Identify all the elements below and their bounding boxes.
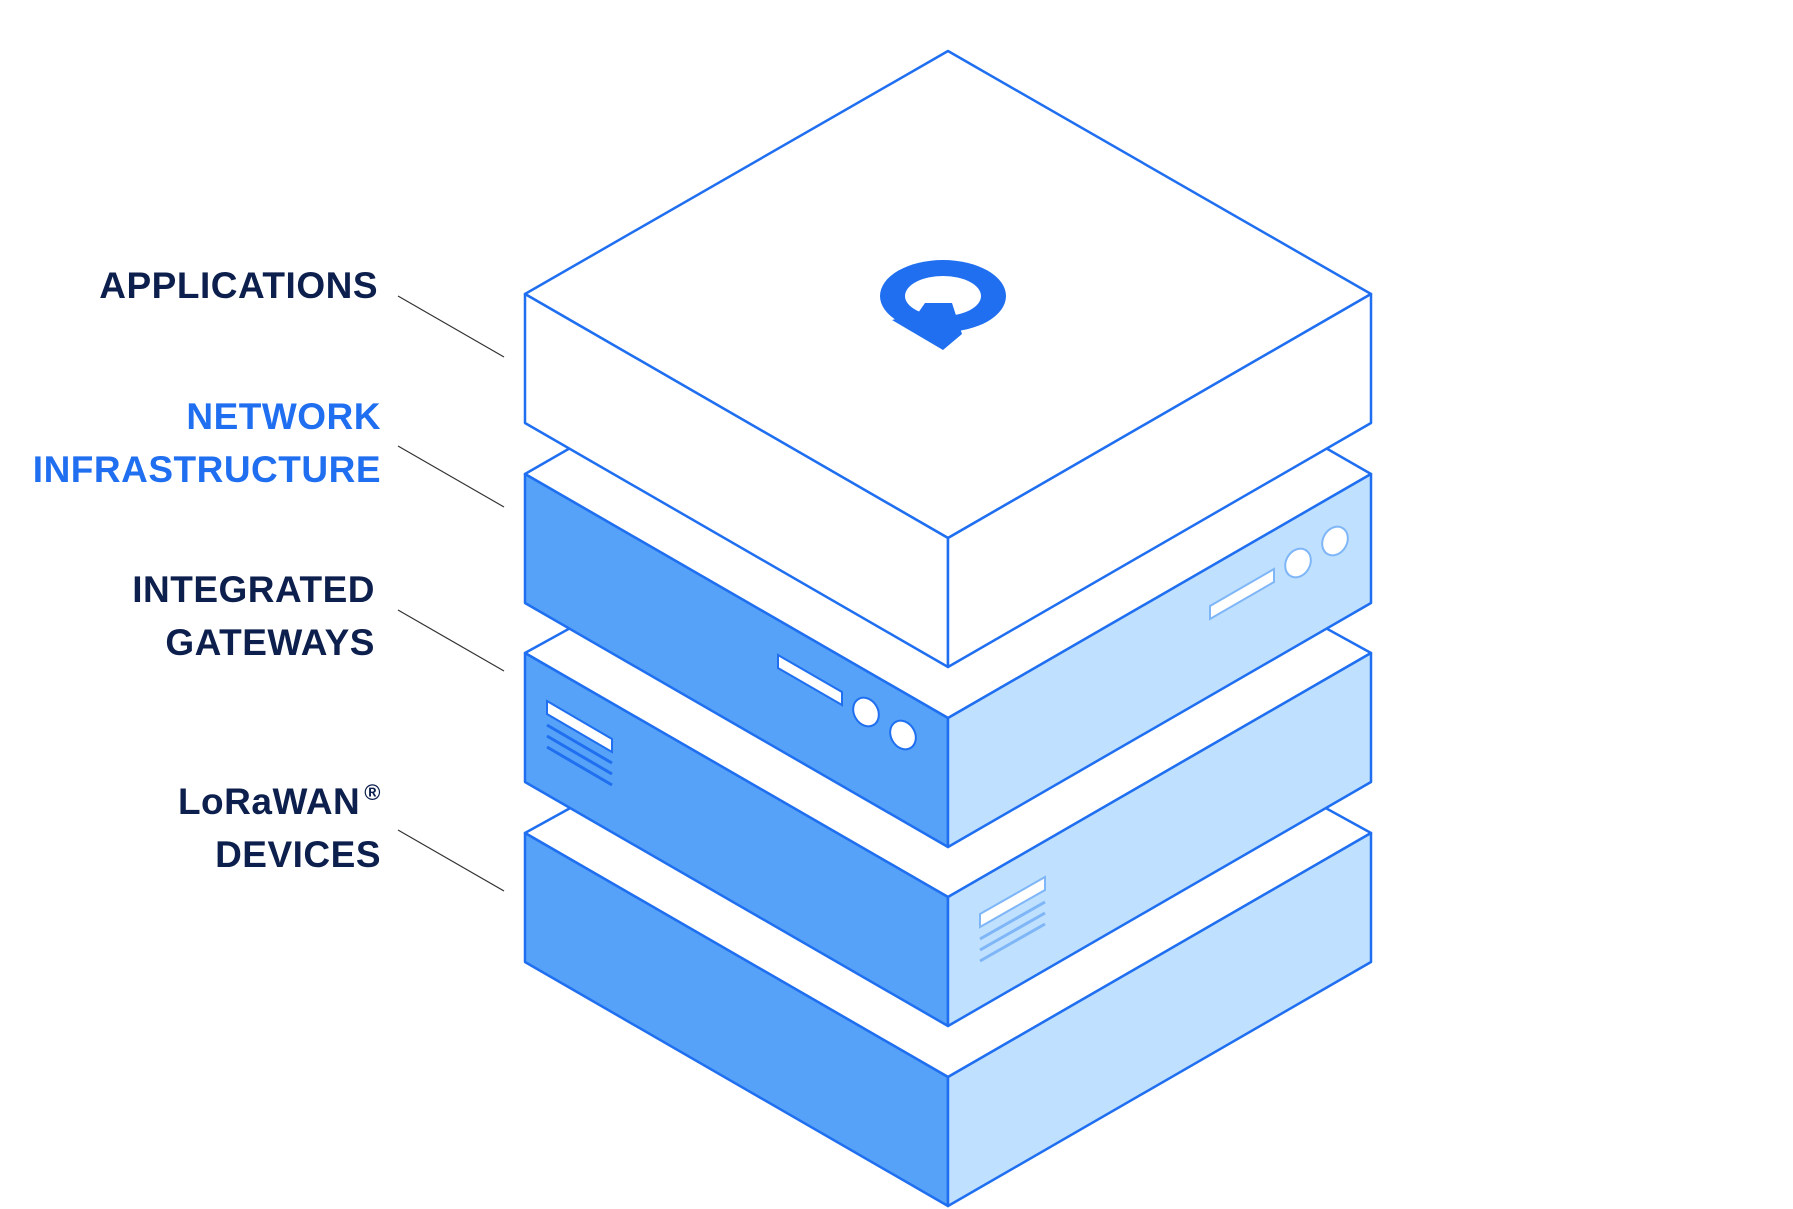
devices-label-line-2: DEVICES — [215, 834, 381, 875]
applications-leader-line — [397, 295, 505, 358]
network-box-side-face — [946, 472, 1373, 849]
gateways-front-vent-icon — [546, 699, 613, 787]
network-leader-line — [397, 445, 505, 508]
lorawan-devices-label: LoRaWAN® DEVICES — [178, 766, 381, 881]
gateways-label-line-2: GATEWAYS — [165, 622, 375, 663]
applications-box-side-face — [946, 292, 1373, 669]
applications-label: APPLICATIONS — [99, 259, 378, 312]
applications-label-line-1: APPLICATIONS — [99, 265, 378, 306]
applications-box — [523, 49, 1373, 669]
network-label-line-2: INFRASTRUCTURE — [32, 449, 381, 490]
integrated-gateways-label: INTEGRATED GATEWAYS — [132, 563, 375, 669]
q-logo-icon — [880, 260, 1006, 350]
leader-lines — [397, 295, 505, 892]
devices-label-lorawan: LoRaWAN — [177, 781, 361, 822]
network-side-port-icon — [1209, 525, 1349, 621]
gateways-label-line-1: INTEGRATED — [132, 569, 375, 610]
devices-box-side-face — [946, 831, 1373, 1208]
network-front-port-icon — [777, 653, 917, 751]
devices-label-line-1: LoRaWAN® — [178, 766, 381, 828]
registered-mark: ® — [364, 780, 381, 805]
network-infrastructure-label: NETWORK INFRASTRUCTURE — [33, 390, 381, 496]
gateways-side-vent-icon — [979, 875, 1046, 963]
gateways-leader-line — [397, 609, 505, 672]
devices-leader-line — [397, 829, 505, 892]
network-label-line-1: NETWORK — [186, 396, 381, 437]
gateways-box-side-face — [946, 651, 1373, 1028]
